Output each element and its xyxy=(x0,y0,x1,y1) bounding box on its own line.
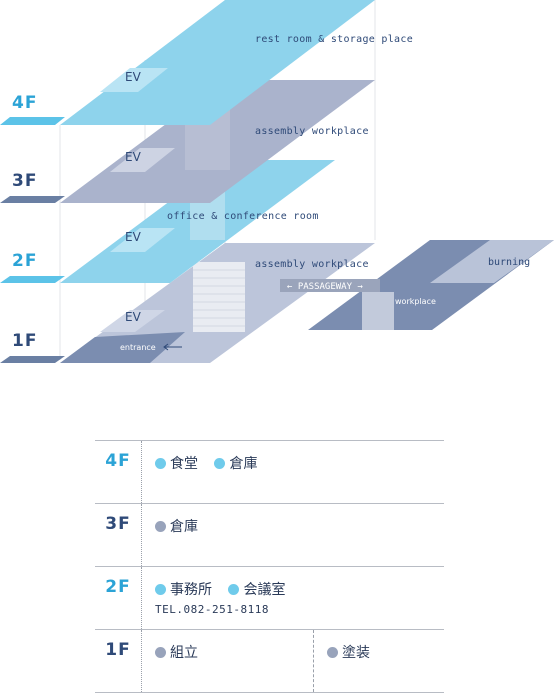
row-items: 事務所 会議室 xyxy=(155,579,297,599)
dot-icon xyxy=(155,647,166,658)
floor-label-4f: 4F xyxy=(12,93,37,113)
dot-icon xyxy=(228,584,240,595)
dot-icon xyxy=(327,647,338,658)
dot-icon xyxy=(155,458,166,469)
workplace-label: workplace xyxy=(395,297,436,306)
table-row-2f: 2F 事務所 会議室 TEL.082-251-8118 xyxy=(95,566,444,629)
row-floor-label: 4F xyxy=(105,451,131,471)
ev-3f xyxy=(110,148,175,172)
ev-label-3f: EV xyxy=(125,150,142,164)
room-label-4f: rest room & storage place xyxy=(255,34,413,45)
column-divider xyxy=(313,630,314,692)
row-items: 倉庫 xyxy=(155,516,210,536)
row-divider xyxy=(141,630,142,692)
floor-tab-3f xyxy=(0,196,65,203)
stairwell-1f xyxy=(193,262,245,332)
room-label-1f: assembly workplace xyxy=(255,259,369,270)
row-floor-label: 3F xyxy=(105,514,131,534)
row-divider xyxy=(141,567,142,629)
dot-icon xyxy=(155,584,166,595)
list-item: 事務所 xyxy=(155,579,212,599)
annex-stair xyxy=(362,292,394,330)
burning-area xyxy=(430,240,554,283)
list-item: 倉庫 xyxy=(214,453,257,473)
ev-2f xyxy=(110,228,175,252)
floor-4f-slab xyxy=(60,0,375,125)
entrance-area xyxy=(60,332,185,363)
entrance-arrow-head xyxy=(163,343,169,351)
floor-diagram: 4F 3F 2F 1F EV EV EV EV rest room & stor… xyxy=(0,0,554,363)
table-row-1f: 1F 組立 塗装 xyxy=(95,629,444,693)
row-items: 組立 xyxy=(155,642,210,662)
passageway-bar xyxy=(280,279,380,292)
entrance-label: entrance xyxy=(120,343,156,352)
floor-directory-table: 4F 食堂 倉庫 3F 倉庫 2F 事務所 会議室 TEL.082-251-81… xyxy=(95,440,444,693)
ev-4f xyxy=(100,68,168,92)
dot-icon xyxy=(214,458,226,469)
ev-label-4f: EV xyxy=(125,70,142,84)
dot-icon xyxy=(155,521,166,532)
burning-label: burning xyxy=(488,257,530,268)
ev-1f-shaft xyxy=(100,310,165,332)
room-label-2f: office & conference room xyxy=(167,211,319,222)
floor-tab-4f xyxy=(0,117,65,125)
floor-label-1f: 1F xyxy=(12,331,37,351)
row-floor-label: 1F xyxy=(105,640,131,660)
list-item: 会議室 xyxy=(228,579,285,599)
list-item: 塗装 xyxy=(327,642,370,662)
row-divider xyxy=(141,504,142,566)
row-items: 食堂 倉庫 xyxy=(155,453,269,473)
table-row-4f: 4F 食堂 倉庫 xyxy=(95,440,444,503)
passageway-label: ← PASSAGEWAY → xyxy=(287,282,363,292)
ev-label-1f: EV xyxy=(125,310,142,324)
list-item: 倉庫 xyxy=(155,516,198,536)
room-label-3f: assembly workplace xyxy=(255,126,369,137)
ev-label-2f: EV xyxy=(125,230,142,244)
list-item: 組立 xyxy=(155,642,198,662)
floor-label-2f: 2F xyxy=(12,251,37,271)
floor-tab-1f xyxy=(0,356,65,363)
row-items-right: 塗装 xyxy=(327,642,382,662)
table-row-3f: 3F 倉庫 xyxy=(95,503,444,566)
list-item: 食堂 xyxy=(155,453,198,473)
row-divider xyxy=(141,441,142,503)
floor-tab-2f xyxy=(0,276,65,283)
row-floor-label: 2F xyxy=(105,577,131,597)
telephone-number: TEL.082-251-8118 xyxy=(155,603,269,616)
floor-label-3f: 3F xyxy=(12,171,37,191)
